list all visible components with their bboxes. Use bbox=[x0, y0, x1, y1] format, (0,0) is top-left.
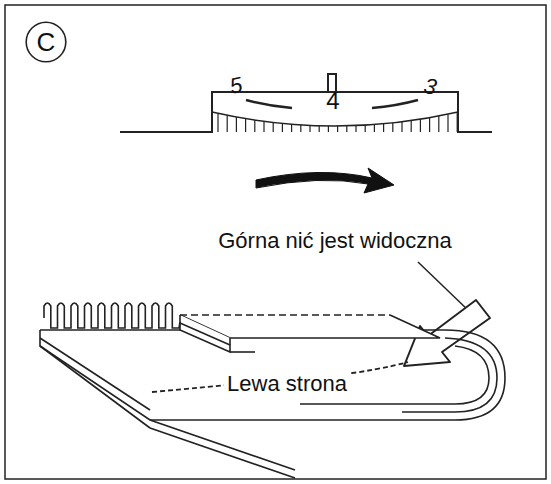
fabric-lower bbox=[40, 330, 505, 478]
top-stitch-line bbox=[180, 314, 390, 315]
tension-dial bbox=[120, 74, 492, 132]
panel-letter: C bbox=[37, 29, 56, 55]
leader-line bbox=[418, 262, 470, 312]
stitch-loops bbox=[44, 303, 180, 328]
dial-number: 5 bbox=[228, 74, 245, 98]
frame bbox=[5, 5, 546, 479]
side-label: Lewa strona bbox=[224, 372, 350, 396]
dial-number: 3 bbox=[422, 75, 439, 99]
dial-number: 4 bbox=[326, 89, 339, 113]
fabric-upper bbox=[180, 315, 440, 352]
turn-arrow bbox=[256, 168, 394, 193]
callout-text: Górna nić jest widoczna bbox=[218, 230, 452, 252]
circle-badge: C bbox=[25, 21, 67, 63]
